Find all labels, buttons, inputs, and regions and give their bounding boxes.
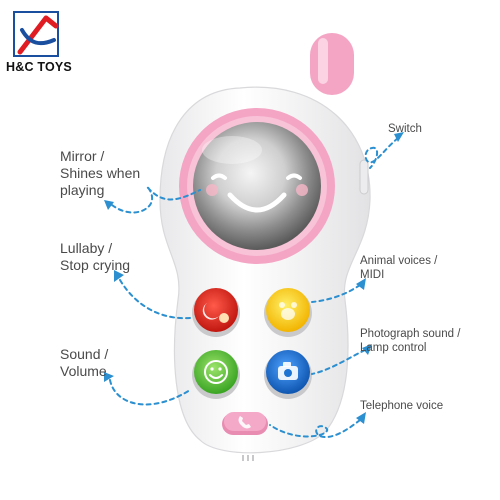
animal-icon [279,302,297,320]
brand-logo-mark [13,11,59,57]
lullaby-callout-arrow [119,279,191,320]
animal-callout-arrow [311,284,361,303]
sound-callout-arrow [109,379,191,406]
label-telephone: Telephone voice [360,400,444,412]
green-button[interactable] [192,350,240,399]
telephone-callout-arrow [269,419,361,438]
label-sound: Sound / Volume [60,346,109,379]
switch-callout-arrow [364,137,399,169]
mirror [193,122,321,250]
label-animal: Animal voices / MIDI [360,255,438,281]
side-switch[interactable] [359,159,369,195]
speaker-dots [242,455,254,461]
moon-baby-icon [202,303,229,323]
label-lullaby: Lullaby / Stop crying [60,240,131,273]
label-switch: Switch [388,123,422,135]
smiley-face [206,173,308,213]
smiley-icon [204,360,228,384]
yellow-button[interactable] [264,288,312,337]
antenna [310,33,354,95]
camera-icon [278,362,298,380]
phone-icon [238,416,251,429]
red-button[interactable] [192,288,240,337]
pink-phone-button[interactable] [222,412,268,435]
blue-button[interactable] [264,350,312,399]
brand-name: H&C TOYS [6,60,72,74]
mirror-callout-arrow [111,185,201,214]
label-mirror: Mirror / Shines when playing [60,148,141,198]
label-photograph: Photograph sound / Lamp control [360,328,461,354]
